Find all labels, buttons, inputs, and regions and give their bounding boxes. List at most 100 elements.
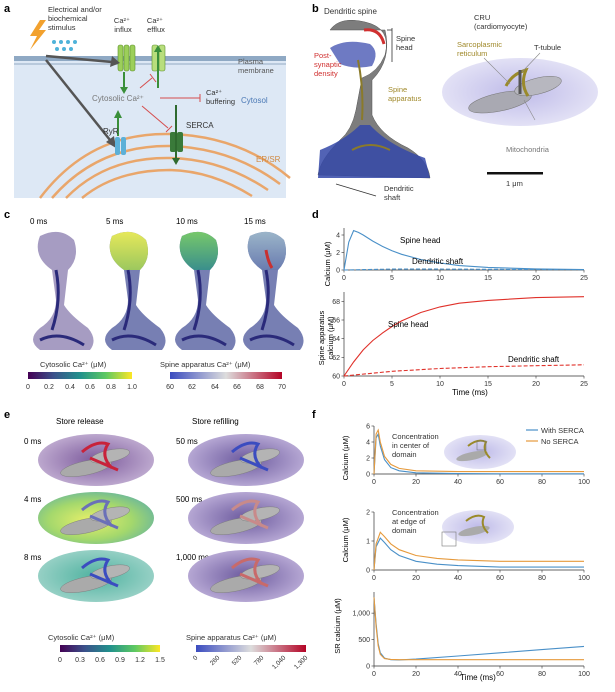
x-tick-label: 60 [496,671,504,678]
x-tick-label: 60 [496,479,504,486]
y-tick-label: 4 [366,440,370,447]
y-tick-label: 60 [332,374,340,381]
d-ylabel-bottom-2: calcium (μM) [326,316,335,360]
time-label-1: 5 ms [106,217,123,226]
x-tick-label: 80 [538,575,546,582]
plasma-membrane [14,56,286,61]
series-line-with-serca [373,597,585,661]
f-annot-center: Concentration in center of domain [392,432,441,459]
e-time-left-2: 8 ms [24,553,41,562]
cbar-apparatus [170,372,282,379]
svg-text:0.8: 0.8 [106,384,116,391]
series-line-no-serca [373,531,584,571]
x-tick-label: 80 [538,671,546,678]
y-tick-label: 0 [366,568,370,575]
series-line-dendritic-shaft [343,268,585,271]
d-annot-spine-head-bottom: Spine head [388,320,428,329]
spine-render-0ms [33,231,94,350]
ryr-channel-icon [115,137,126,155]
scale-bar [487,172,543,175]
e-time-right-1: 500 ms [176,495,202,504]
y-tick-label: 1,000 [352,611,370,618]
x-tick-label: 5 [390,381,394,388]
series-line-spine-head [343,296,585,377]
cru-render-1000ms [188,550,304,602]
svg-text:260: 260 [209,654,222,667]
spine-render-10ms [175,231,236,350]
cru-leader-lines [483,52,541,121]
y-tick-label: 62 [332,355,340,362]
svg-text:780: 780 [253,654,266,667]
panel-c-letter: c [4,209,10,221]
x-tick-label: 20 [412,575,420,582]
cru-illustration [442,58,598,126]
svg-text:0.2: 0.2 [44,384,54,391]
x-tick-label: 40 [454,575,462,582]
series-line-with-serca [373,537,584,571]
svg-text:1,300: 1,300 [293,654,310,671]
e-time-left-1: 4 ms [24,495,41,504]
x-tick-label: 0 [372,671,376,678]
y-tick-label: 4 [336,233,340,240]
d-annot-shaft-top: Dendritic shaft [412,257,464,266]
f-inset-center-cell [444,435,516,469]
y-tick-label: 2 [366,510,370,517]
x-tick-label: 10 [436,275,444,282]
panel-a-letter: a [4,3,11,15]
time-label-2: 10 ms [176,217,198,226]
svg-text:70: 70 [278,384,286,391]
panel-b: b Dendritic spine Spine head Post- synap… [312,3,598,202]
series-line-with-serca [373,432,584,475]
panel-e-letter: e [4,409,10,421]
e-cbar-cytosolic-ticks: 0 0.3 0.6 0.9 1.2 1.5 [58,657,165,664]
x-tick-label: 80 [538,479,546,486]
cbar-cytosolic-ticks: 0 0.2 0.4 0.6 0.8 1.0 [26,384,137,391]
y-tick-label: 0 [366,664,370,671]
dendritic-spine-label: Dendritic spine [324,7,377,16]
spine-render-5ms [105,231,166,350]
x-tick-label: 20 [532,381,540,388]
x-tick-label: 15 [484,381,492,388]
y-tick-label: 0 [336,268,340,275]
e-time-right-0: 50 ms [176,437,198,446]
mitochondria-label: Mitochondria [506,145,550,154]
ca-influx-label: Ca²⁺ influx [114,16,132,34]
x-tick-label: 10 [436,381,444,388]
series-line-spine-head [343,229,585,271]
svg-text:62: 62 [188,384,196,391]
panel-e: e Store release Store refilling 0 ms 4 m… [4,409,310,671]
cru-render-0ms [38,434,154,486]
svg-text:66: 66 [233,384,241,391]
e-cbar-apparatus-label: Spine apparatus Ca²⁺ (μM) [186,633,277,642]
e-cbar-cytosolic-label: Cytosolic Ca²⁺ (μM) [48,633,115,642]
stimulus-arrows [45,54,113,141]
svg-text:1.2: 1.2 [135,657,145,664]
x-tick-label: 20 [412,479,420,486]
x-tick-label: 15 [484,275,492,282]
e-cbar-cytosolic [60,645,160,652]
d-xlabel: Time (ms) [452,388,488,397]
f-annot-edge: Concentration at edge of domain [392,508,441,535]
x-tick-label: 25 [580,275,588,282]
cbar-cytosolic-label: Cytosolic Ca²⁺ (μM) [40,360,107,369]
e-cbar-apparatus-ticks: 0 260 520 780 1,040 1,300 [192,654,310,671]
f-ylabel-3: SR calcium (μM) [333,598,342,654]
x-tick-label: 100 [578,671,590,678]
spine-head-label: Spine head [396,34,417,52]
x-tick-label: 40 [454,479,462,486]
y-tick-label: 500 [358,637,370,644]
svg-text:0.6: 0.6 [85,384,95,391]
x-tick-label: 20 [412,671,420,678]
series-line-dendritic-shaft [343,364,585,377]
svg-text:0: 0 [26,384,30,391]
cbar-apparatus-ticks: 60 62 64 66 68 70 [166,384,286,391]
y-tick-label: 1 [366,539,370,546]
x-tick-label: 100 [578,479,590,486]
cru-render-8ms [38,550,154,602]
